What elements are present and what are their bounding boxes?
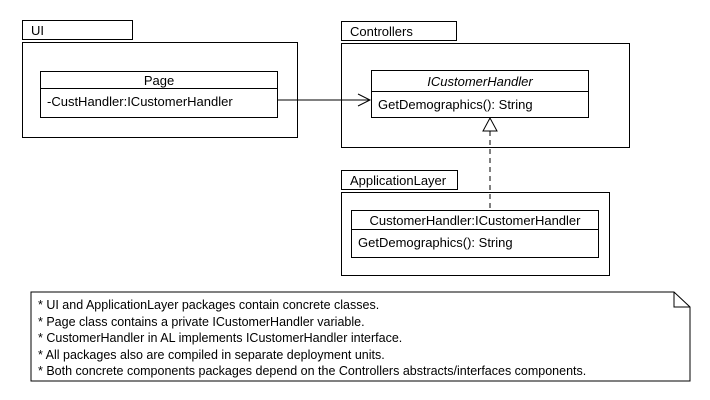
note-line: * Both concrete components packages depe… <box>38 364 587 378</box>
class-page-title: Page <box>41 72 277 89</box>
note-line: * UI and ApplicationLayer packages conta… <box>38 298 380 312</box>
class-customerhandler-title: CustomerHandler:ICustomerHandler <box>352 211 598 230</box>
note-line: * Page class contains a private ICustome… <box>38 314 365 329</box>
package-controllers-body <box>341 43 630 148</box>
note-line: * All packages also are compiled in sepa… <box>38 347 385 362</box>
class-page-attribute: -CustHandler:ICustomerHandler <box>47 94 233 109</box>
package-controllers-tab: Controllers <box>341 21 457 41</box>
class-customerhandler: CustomerHandler:ICustomerHandler GetDemo… <box>351 210 599 258</box>
package-applicationlayer-tab: ApplicationLayer <box>341 170 458 190</box>
class-icustomerhandler-method: GetDemographics(): String <box>378 97 533 112</box>
package-ui-label: UI <box>31 22 44 38</box>
class-page: Page -CustHandler:ICustomerHandler <box>40 71 278 118</box>
class-icustomerhandler-title: ICustomerHandler <box>372 71 588 92</box>
package-ui-body <box>22 42 298 138</box>
package-applicationlayer-body <box>341 192 610 276</box>
package-applicationlayer-label: ApplicationLayer <box>350 172 447 188</box>
package-controllers-label: Controllers <box>350 23 413 39</box>
note: * UI and ApplicationLayer packages conta… <box>38 297 683 380</box>
package-ui-tab: UI <box>22 20 133 40</box>
class-icustomerhandler: ICustomerHandler GetDemographics(): Stri… <box>371 70 589 118</box>
class-customerhandler-method: GetDemographics(): String <box>358 235 513 250</box>
note-line: * CustomerHandler in AL implements ICust… <box>38 331 403 345</box>
